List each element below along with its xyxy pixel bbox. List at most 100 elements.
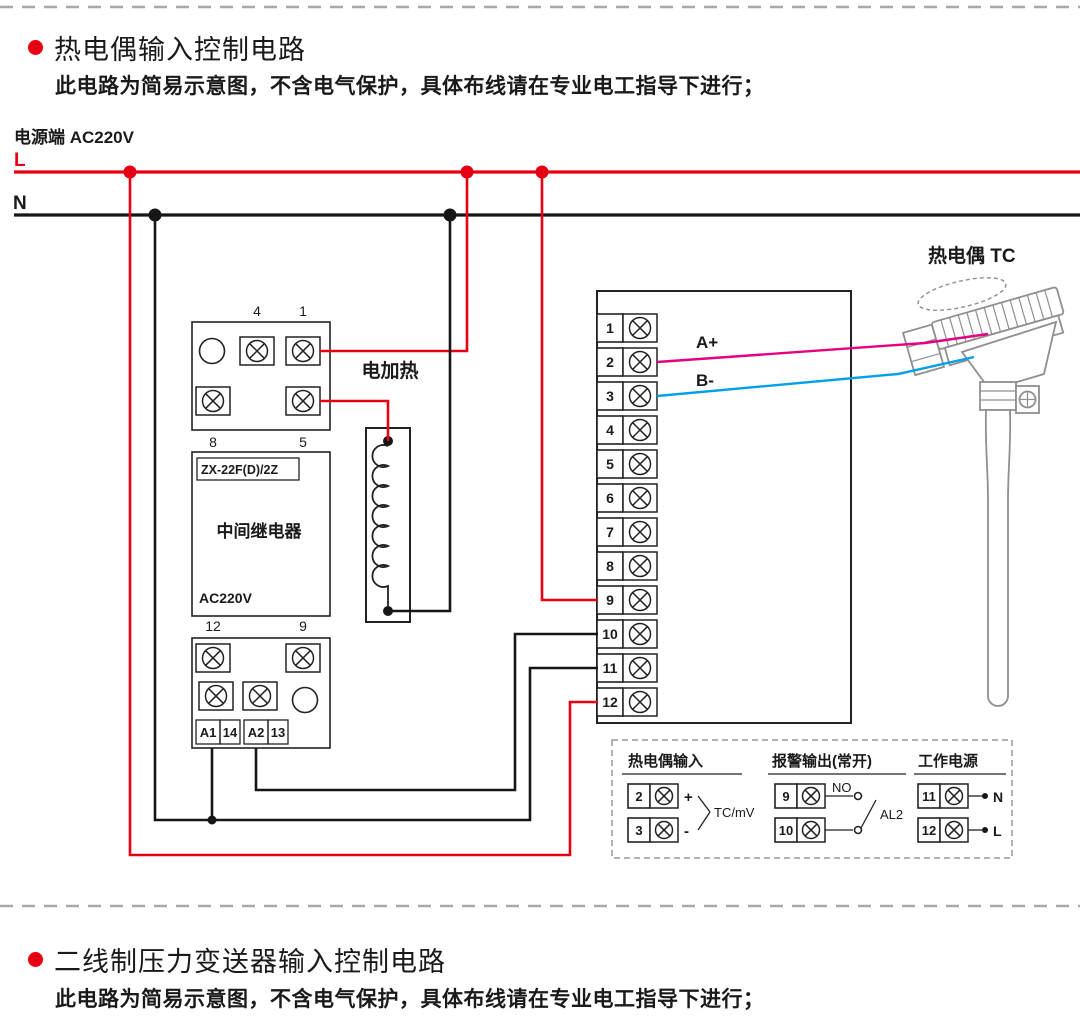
wire-relay-to-heater [320, 399, 390, 441]
wiring: A+ B- [128, 172, 989, 857]
terminal-number: 12 [922, 823, 936, 838]
screw-terminal-icon [195, 643, 231, 673]
switch-blade-icon [860, 799, 877, 829]
relay-voltage: AC220V [199, 590, 253, 606]
relay-name: 中间继电器 [217, 521, 303, 541]
wire-a2-to-terminal10 [254, 632, 598, 792]
line-l-label: L [14, 150, 26, 171]
thermocouple-drawing: 热电偶 TC [901, 244, 1065, 707]
bullet-icon [28, 40, 43, 55]
coil-label-box [267, 719, 289, 745]
terminal-block: 1 2 3 4 5 6 7 8 9 [596, 290, 852, 724]
terminal-row: 1 [596, 313, 658, 343]
terminal-row: 8 [596, 551, 658, 581]
wire-l-to-relay-contact [320, 172, 469, 353]
section2-title: 二线制压力变送器输入控制电路 [54, 947, 446, 977]
wire-b-minus [656, 355, 975, 398]
relay-body [191, 451, 331, 617]
terminal-number: 6 [606, 490, 614, 506]
cap-ribs [940, 289, 1054, 347]
heater-label: 电加热 [361, 359, 418, 382]
screw-terminal-icon [622, 551, 658, 581]
junction-dot [207, 815, 217, 825]
info-panel-border [611, 739, 1013, 859]
coil-label-a1: A1 [200, 725, 217, 740]
screw-terminal-icon [939, 783, 969, 809]
relay-terminal-8: 8 [209, 434, 217, 450]
thermocouple-flange [960, 320, 1058, 392]
heater-coil-icon [371, 444, 391, 606]
n-pin-label: N [993, 789, 1003, 805]
group1-title: 热电偶输入 [628, 752, 703, 770]
screw-terminal-icon [285, 643, 321, 673]
terminal-number: 11 [603, 660, 618, 676]
bullet-icon [28, 952, 43, 967]
wire-a-label: A+ [696, 333, 718, 352]
screw-terminal-icon [239, 336, 275, 366]
terminal-number: 5 [606, 456, 614, 472]
wire-l-to-terminal12 [128, 172, 598, 857]
screw-terminal-icon [622, 415, 658, 445]
coil-label-box [219, 719, 241, 745]
section2-header: 二线制压力变送器输入控制电路 [28, 940, 446, 979]
thermocouple-label: 热电偶 TC [928, 244, 1016, 267]
screw-terminal-icon [649, 817, 679, 843]
relay-mount-hole-bottom [291, 686, 319, 714]
plus-sign: + [684, 789, 693, 806]
screw-terminal-icon [622, 449, 658, 479]
minus-sign: - [684, 823, 689, 840]
terminal-row: 5 [596, 449, 658, 479]
wire-n-to-heater [390, 215, 452, 613]
terminal-number: 8 [606, 558, 614, 574]
alarm-label: AL2 [880, 807, 903, 822]
thermocouple-cap-dashed [917, 277, 1007, 311]
relay-terminal-12: 12 [205, 618, 221, 634]
junction-dot [460, 165, 474, 179]
screw-terminal-icon [622, 687, 658, 717]
relay-terminal-9: 9 [299, 618, 307, 634]
screw-terminal-icon [198, 681, 234, 711]
relay-terminal-5: 5 [299, 434, 307, 450]
screw-terminal-icon [796, 783, 826, 809]
terminal-number: 10 [779, 823, 793, 838]
terminal-number: 9 [606, 592, 614, 608]
no-contact-label: NO [832, 780, 852, 795]
terminal-row: 4 [596, 415, 658, 445]
pin-dot [982, 793, 988, 799]
terminal-row: 10 [596, 619, 658, 649]
coil-label-14: 14 [223, 725, 238, 740]
terminal-row: 6 [596, 483, 658, 513]
screw-terminal-icon [622, 517, 658, 547]
relay-terminal-1: 1 [299, 303, 307, 319]
coil-label-13: 13 [271, 725, 285, 740]
group2-title: 报警输出(常开) [772, 752, 872, 770]
screw-terminal-icon [285, 336, 321, 366]
section1-header: 热电偶输入控制电路 [28, 28, 306, 67]
wire-n-to-terminal11 [153, 215, 598, 822]
junction-dot [535, 165, 549, 179]
relay-terminal-4: 4 [253, 303, 261, 319]
screw-terminal-icon [285, 386, 321, 416]
screw-terminal-icon [622, 347, 658, 377]
terminal-number: 3 [606, 388, 614, 404]
terminal-number: 10 [602, 626, 618, 642]
signal-label: TC/mV [714, 805, 755, 820]
heater-drawing: 电加热 [361, 359, 419, 623]
junction-dot [148, 208, 162, 222]
relay-mount-hole-top [198, 337, 226, 365]
terminal-number: 1 [606, 320, 614, 336]
terminal-row: 7 [596, 517, 658, 547]
terminal-row: 9 [596, 585, 658, 615]
coil-label-a2: A2 [248, 725, 265, 740]
screw-terminal-icon [649, 783, 679, 809]
power-source-label: 电源端 AC220V [14, 127, 135, 147]
screw-terminal-icon [622, 619, 658, 649]
relay-drawing: 4 1 8 5 ZX-22F(D)/2Z 中间继电器 AC220V 12 9 [191, 303, 331, 749]
screw-terminal-icon [622, 313, 658, 343]
screw-terminal-icon [195, 386, 231, 416]
thermocouple-collar [979, 381, 1017, 411]
terminal-row: 3 [596, 381, 658, 411]
screw-terminal-icon [622, 483, 658, 513]
